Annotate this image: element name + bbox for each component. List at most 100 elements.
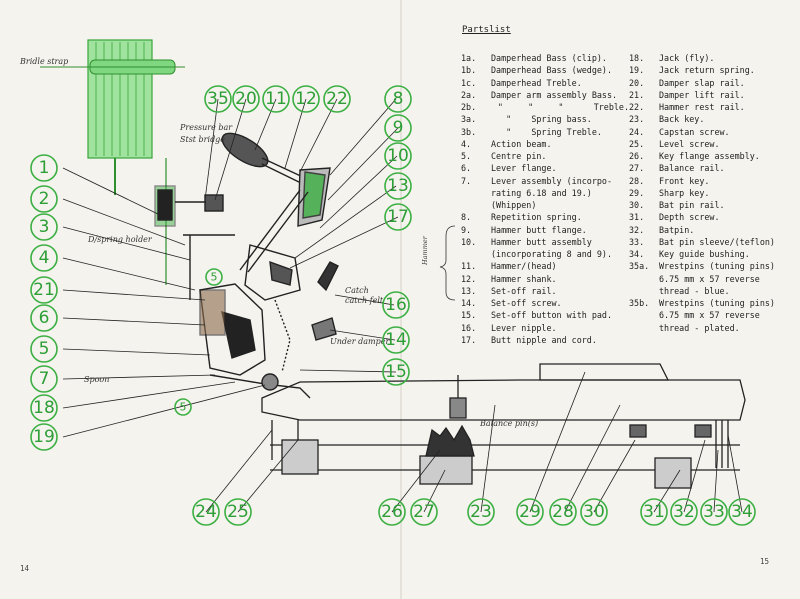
svg-text:3: 3	[39, 217, 50, 237]
callout-11: 11	[262, 85, 290, 113]
callout-26: 26	[378, 498, 406, 526]
part-number: 17.	[461, 334, 477, 345]
partslist-row: rating 6.18 and 19.)	[461, 187, 629, 199]
page-spine	[400, 0, 402, 599]
partslist-row: 20.Damper slap rail.	[629, 77, 779, 89]
key-assembly	[261, 363, 746, 489]
callout-16: 16	[382, 291, 410, 319]
partslist-row: 10.Hammer butt assembly	[461, 236, 629, 248]
part-number: 19.	[629, 65, 645, 76]
part-description: (Whippen)	[491, 200, 537, 210]
note-string-bridge: Stst bridge	[180, 135, 225, 144]
note-spoon: Spoon	[84, 375, 109, 384]
callout-5-small-b: 5	[174, 398, 192, 416]
part-description: Hammer/(head)	[491, 261, 557, 272]
partslist-row: 1b.Damperhead Bass (wedge).	[461, 64, 629, 76]
part-description: Bat pin sleeve/(teflon)	[659, 236, 775, 247]
part-number: 15.	[461, 310, 477, 321]
part-description: Damperhead Treble.	[491, 77, 582, 88]
part-number: 29.	[629, 187, 645, 198]
svg-text:33: 33	[703, 502, 725, 522]
svg-text:7: 7	[39, 369, 50, 389]
part-number: 4.	[461, 138, 472, 149]
callout-22: 22	[323, 85, 351, 113]
callout-8: 8	[384, 85, 412, 113]
callout-7: 7	[30, 365, 58, 393]
callout-31: 31	[640, 498, 668, 526]
callout-17: 17	[384, 203, 412, 231]
svg-text:27: 27	[413, 502, 435, 522]
partslist-column-2: 18.Jack (fly).19.Jack return spring.20.D…	[629, 52, 779, 334]
partslist-row: 15.Set-off button with pad.	[461, 309, 629, 321]
part-description: Key flange assembly.	[659, 151, 760, 161]
part-description: thread - blue.	[659, 285, 730, 296]
part-description: Back key.	[659, 114, 705, 125]
svg-text:29: 29	[519, 502, 541, 522]
partslist-row: 32.Batpin.	[629, 224, 779, 236]
callout-35: 35	[204, 85, 232, 113]
svg-text:6: 6	[39, 308, 50, 328]
part-description: Batpin.	[659, 224, 695, 235]
partslist-row: 26.Key flange assembly.	[629, 150, 779, 162]
part-number	[461, 199, 491, 211]
part-number: 7.	[461, 175, 472, 186]
callout-5: 5	[30, 335, 58, 363]
part-description: Wrestpins (tuning pins)	[659, 261, 775, 272]
part-description: Damperhead Bass (clip).	[491, 53, 607, 63]
partslist-row: 28.Front key.	[629, 175, 779, 187]
page-number-left: 14	[20, 564, 30, 573]
callout-5-small-a: 5	[205, 268, 223, 286]
part-number	[461, 248, 491, 260]
partslist-row: 27.Balance rail.	[629, 162, 779, 174]
svg-text:28: 28	[552, 502, 574, 522]
callout-14: 14	[382, 326, 410, 354]
note-spring-holder: D/spring holder	[87, 235, 153, 244]
partslist-row: 1a.Damperhead Bass (clip).	[461, 52, 629, 64]
svg-text:23: 23	[470, 502, 492, 522]
part-description: 6.75 mm x 57 reverse	[659, 273, 760, 284]
part-number: 35b.	[629, 298, 650, 308]
part-number: 18.	[629, 53, 645, 63]
svg-text:21: 21	[33, 280, 55, 300]
part-number: 33.	[629, 236, 645, 247]
part-description: Level screw.	[659, 138, 720, 149]
hammer-assembly	[154, 132, 339, 399]
svg-text:16: 16	[385, 295, 407, 315]
svg-text:35: 35	[207, 89, 229, 109]
callout-13: 13	[384, 172, 412, 200]
part-description: Hammer butt assembly	[491, 236, 592, 247]
part-description: Lever flange.	[491, 163, 557, 174]
part-description: Damper arm assembly Bass.	[491, 89, 618, 100]
part-description: " Spring Treble.	[491, 126, 602, 137]
page-number-right: 15	[760, 557, 770, 566]
partslist-row: 34. Key guide bushing.	[629, 248, 779, 260]
svg-text:25: 25	[227, 502, 249, 522]
callout-4: 4	[30, 244, 58, 272]
part-description: Key guide bushing.	[659, 249, 750, 259]
part-description: Hammer butt flange.	[491, 224, 587, 235]
strings-block	[40, 39, 185, 285]
partslist-row: 2b. " " " Treble.	[461, 101, 629, 113]
svg-text:5: 5	[180, 401, 187, 414]
partslist-row: 18.Jack (fly).	[629, 52, 779, 64]
partslist-row: (Whippen)	[461, 199, 629, 211]
svg-text:30: 30	[583, 502, 605, 522]
partslist-row: 35a.Wrestpins (tuning pins)	[629, 260, 779, 272]
callout-30: 30	[580, 498, 608, 526]
partslist-title: Partslist	[462, 25, 511, 35]
part-description: Bat pin rail.	[659, 200, 725, 210]
part-number: 2a.	[461, 89, 477, 100]
part-number: 34.	[629, 249, 645, 259]
part-description: Repetition spring.	[491, 212, 582, 223]
partslist-row: (incorporating 8 and 9).	[461, 248, 629, 260]
svg-text:20: 20	[235, 89, 257, 109]
partslist-row: 21.Damper lift rail.	[629, 89, 779, 101]
callout-34: 34	[728, 498, 756, 526]
part-description: rating 6.18 and 19.)	[491, 187, 592, 198]
leader-lines	[62, 98, 743, 513]
partslist-row: thread - plated.	[629, 322, 779, 334]
svg-text:26: 26	[381, 502, 403, 522]
part-number: 14.	[461, 298, 477, 308]
part-description: Damperhead Bass (wedge).	[491, 65, 613, 76]
note-catch-felt: catch felt	[345, 296, 384, 305]
